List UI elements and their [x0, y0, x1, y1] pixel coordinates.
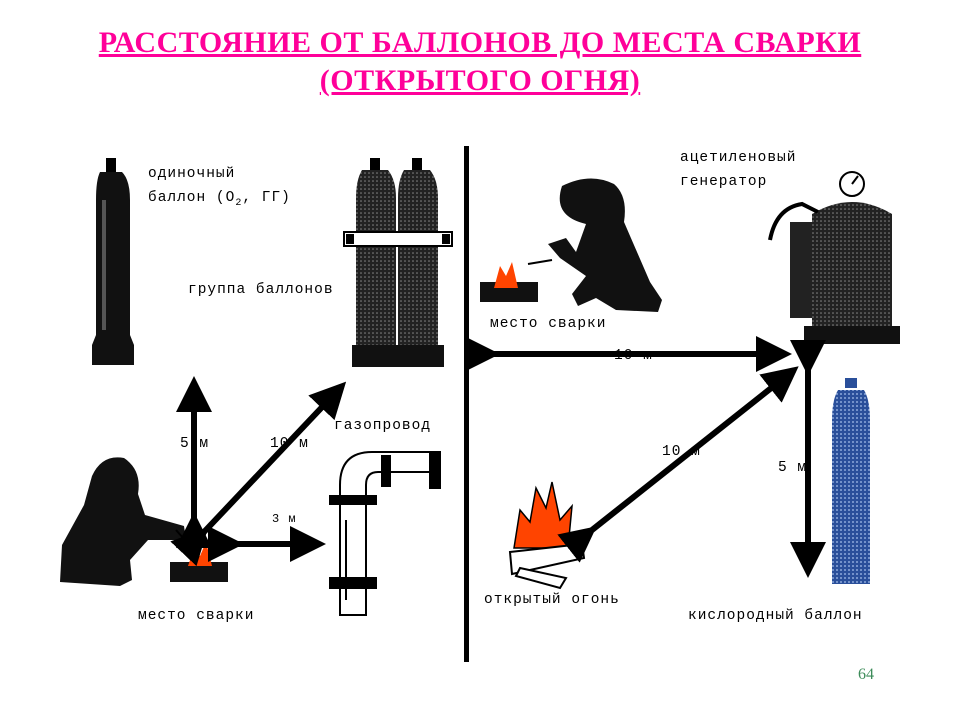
label-welding-site-left: место сварки — [138, 608, 255, 624]
oxygen-cylinder-icon — [832, 378, 870, 584]
label-open-fire: открытый огонь — [484, 592, 620, 608]
label-dist-10m-diagonal: 10 м — [662, 444, 701, 460]
label-cylinder-group: группа баллонов — [188, 282, 334, 298]
panel-divider — [464, 146, 469, 662]
arrow-10m-diagonal — [557, 366, 799, 563]
label-dist-3m: 3 м — [272, 512, 297, 526]
label-acetylene-line2: генератор — [680, 174, 768, 190]
right-welder-icon — [527, 178, 662, 312]
label-dist-5m-left: 5 м — [180, 436, 210, 452]
acetylene-generator-icon — [768, 171, 900, 344]
gas-pipeline-icon — [329, 451, 441, 616]
arrow-10m-left — [170, 381, 347, 567]
page-number: 64 — [858, 666, 874, 683]
label-acetylene-line1: ацетиленовый — [680, 150, 797, 166]
label-single-cylinder-line1: одиночный — [148, 166, 236, 182]
open-fire-icon — [508, 481, 586, 590]
left-welding-spot — [170, 542, 228, 582]
single-cylinder-icon — [92, 158, 134, 365]
page-title-line1: РАССТОЯНИЕ ОТ БАЛЛОНОВ ДО МЕСТА СВАРКИ — [98, 26, 862, 59]
label-dist-10m-left: 10 м — [270, 436, 309, 452]
page-title-line2: (ОТКРЫТОГО ОГНЯ) — [319, 64, 641, 97]
label-welding-site-right: место сварки — [490, 316, 607, 332]
label-dist-5m-right: 5 м — [778, 460, 808, 476]
label-oxygen-cylinder: кислородный баллон — [688, 608, 863, 624]
label-single-cylinder-line2: баллон (О2, ГГ) — [148, 190, 291, 209]
cylinder-group-icon — [343, 158, 453, 367]
label-dist-10m-horizontal: 10 м — [614, 348, 653, 364]
label-gas-pipeline: газопровод — [334, 418, 432, 434]
right-welding-spot — [480, 262, 538, 302]
